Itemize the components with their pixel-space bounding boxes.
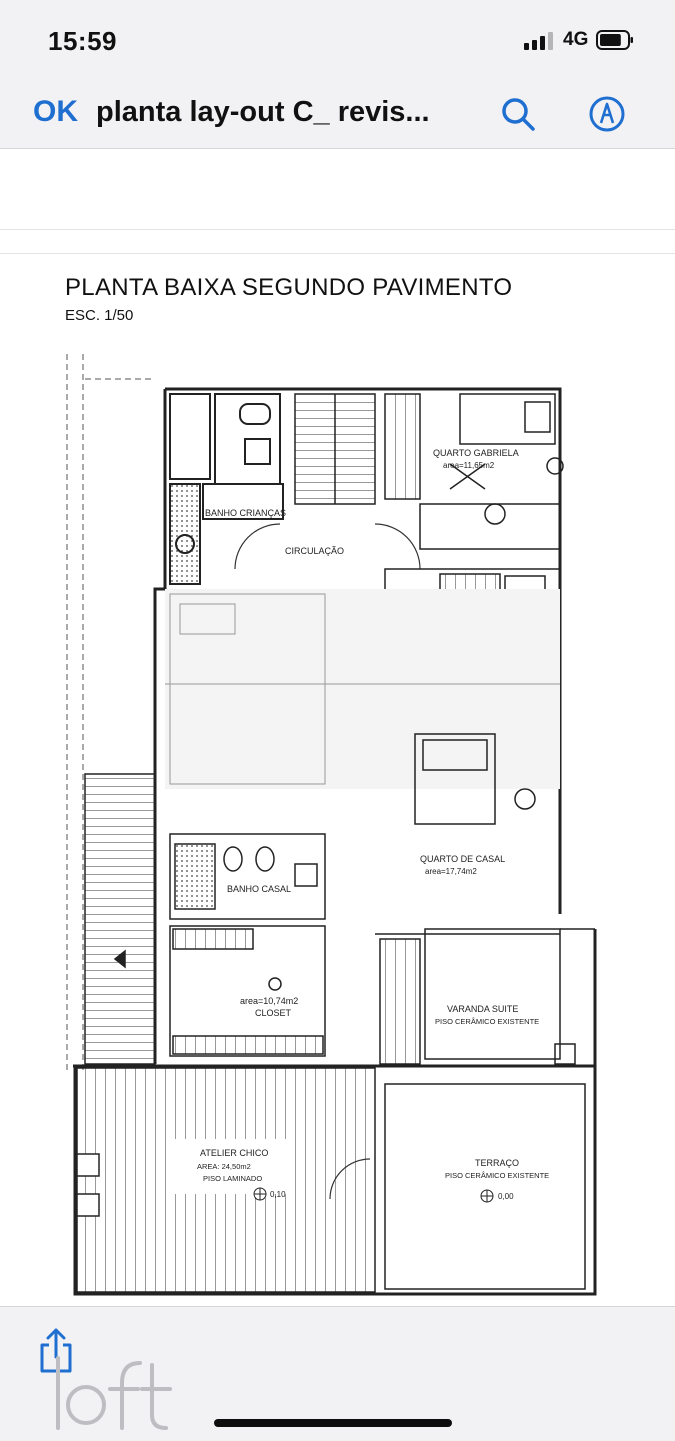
property-limit-lines [66,354,155,1074]
floor-plan-drawing: BANHO CRIANÇAS CIRCULAÇÃO QUARTO GA [66,354,597,1296]
label-circulacao: CIRCULAÇÃO [285,546,344,556]
navigation-bar: OK planta lay-out C_ revis... [0,80,675,149]
label-level-atelier: 0,10 [270,1190,286,1199]
watermark-logo [56,1356,172,1430]
search-icon[interactable] [498,94,538,134]
room-varanda [424,928,595,1065]
page-divider [0,253,675,254]
markup-icon[interactable] [587,94,627,134]
label-atelier-piso: PISO LAMINADO [203,1174,262,1183]
status-bar: 15:59 4G [0,0,675,80]
network-type: 4G [563,29,589,50]
label-atelier-area: AREA: 24,50m2 [197,1162,251,1171]
status-time: 15:59 [48,26,117,56]
label-terraco-piso: PISO CERÂMICO EXISTENTE [445,1171,549,1180]
bathroom-kids [169,393,284,585]
room-terraco [384,1083,586,1290]
label-closet: CLOSET [255,1008,292,1018]
stair [294,393,376,505]
plan-title: PLANTA BAIXA SEGUNDO PAVIMENTO [65,274,513,301]
label-atelier: ATELIER CHICO [200,1148,268,1158]
atelier-fixtures [76,1153,100,1217]
ok-button[interactable]: OK [33,95,78,128]
room-quarto-casal [375,733,560,935]
label-terraco: TERRAÇO [475,1158,519,1168]
page-divider [0,229,675,230]
faded-lines [165,593,560,785]
label-quarto-casal-area: area=17,74m2 [425,867,477,876]
label-level-terraco: 0,00 [498,1192,514,1201]
room-quarto-gabriela [419,393,564,624]
bathroom-casal [169,833,326,920]
battery-icon [596,30,633,50]
label-closet-area: area=10,74m2 [240,996,298,1006]
bottom-toolbar [0,1306,675,1441]
label-varanda: VARANDA SUITE [447,1004,518,1014]
label-quarto-casal: QUARTO DE CASAL [420,854,505,864]
label-banho-casal: BANHO CASAL [227,884,291,894]
label-quarto-gabriela-area: area=11,65m2 [443,461,495,470]
faded-area [165,589,560,789]
document-title: planta lay-out C_ revis... [96,96,430,128]
plan-scale: ESC. 1/50 [65,307,134,324]
label-quarto-gabriela: QUARTO GABRIELA [433,448,519,458]
cellular-signal-icon [524,32,553,50]
exterior-stair [84,773,156,1065]
room-closet [169,925,421,1065]
document-view[interactable]: PLANTA BAIXA SEGUNDO PAVIMENTO ESC. 1/50 [0,149,675,1306]
label-banho-criancas: BANHO CRIANÇAS [205,508,286,518]
home-indicator [214,1419,452,1427]
wardrobe-gabriela [384,393,421,500]
label-varanda-piso: PISO CERÂMICO EXISTENTE [435,1017,539,1026]
